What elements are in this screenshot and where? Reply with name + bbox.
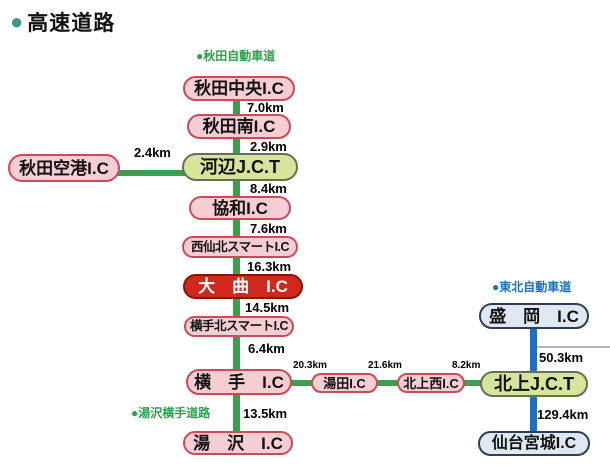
title-bullet-icon: ●: [10, 9, 24, 34]
page-title-text: 高速道路: [27, 12, 116, 35]
station-akita-airport-ic: 秋田空港I.C: [8, 154, 120, 182]
distance-minami-kawabe: 2.9km: [250, 139, 287, 154]
station-omagari-ic: 大 曲 I.C: [183, 274, 303, 299]
distance-airport-kawabe: 2.4km: [134, 145, 171, 160]
gray-rule: [537, 346, 610, 348]
station-morioka-ic: 盛 岡 I.C: [479, 303, 589, 329]
station-akita-chuo-ic: 秋田中央I.C: [183, 76, 295, 101]
distance-morioka-kitakami: 50.3km: [539, 350, 584, 365]
distance-kitakami-sendai: 129.4km: [537, 407, 589, 422]
distance-yokote-yuzawa: 13.5km: [243, 406, 288, 421]
station-kitakami-jct: 北上J.C.T: [480, 371, 588, 397]
distance-chuo-minami: 7.0km: [247, 100, 284, 115]
station-yokote-kita-smart-ic: 横手北スマートI.C: [184, 316, 294, 337]
station-nishisemboku-smart-ic: 西仙北スマートI.C: [182, 236, 298, 258]
distance-kitakaminishi-jct: 8.2km: [452, 360, 481, 371]
distance-yokotekita-yokote: 6.4km: [248, 341, 285, 356]
station-kitakami-nishi-ic: 北上西I.C: [397, 373, 465, 393]
station-kyowa-ic: 協和I.C: [189, 196, 291, 220]
label-yuzawa-yokote-road: ●湯沢横手道路: [131, 406, 211, 420]
station-yuda-ic: 湯田I.C: [311, 373, 378, 393]
station-yokote-ic: 横 手 I.C: [186, 369, 292, 395]
distance-kyowa-nishisemboku: 7.6km: [250, 221, 287, 236]
station-sendai-miyagi-ic: 仙台宮城I.C: [478, 431, 590, 456]
airport-branch-line: [110, 170, 192, 176]
station-yuzawa-ic: 湯 沢 I.C: [183, 431, 293, 455]
page-title: ● 高速道路: [10, 7, 115, 37]
yokote-kitakami-line: [288, 380, 492, 386]
label-tohoku-expressway: ●東北自動車道: [492, 280, 572, 294]
distance-yokote-yuda: 20.3km: [293, 360, 327, 371]
distance-nishisemboku-omagari: 16.3km: [247, 259, 292, 274]
distance-yuda-kitakaminishi: 21.6km: [368, 360, 402, 371]
distance-kawabe-kyowa: 8.4km: [250, 181, 287, 196]
akita-line-vertical: [233, 88, 240, 442]
station-kawabe-jct: 河辺J.C.T: [182, 153, 298, 181]
label-akita-expressway: ●秋田自動車道: [196, 49, 276, 63]
station-akita-minami-ic: 秋田南I.C: [187, 114, 291, 139]
distance-omagari-yokotekita: 14.5km: [245, 300, 290, 315]
